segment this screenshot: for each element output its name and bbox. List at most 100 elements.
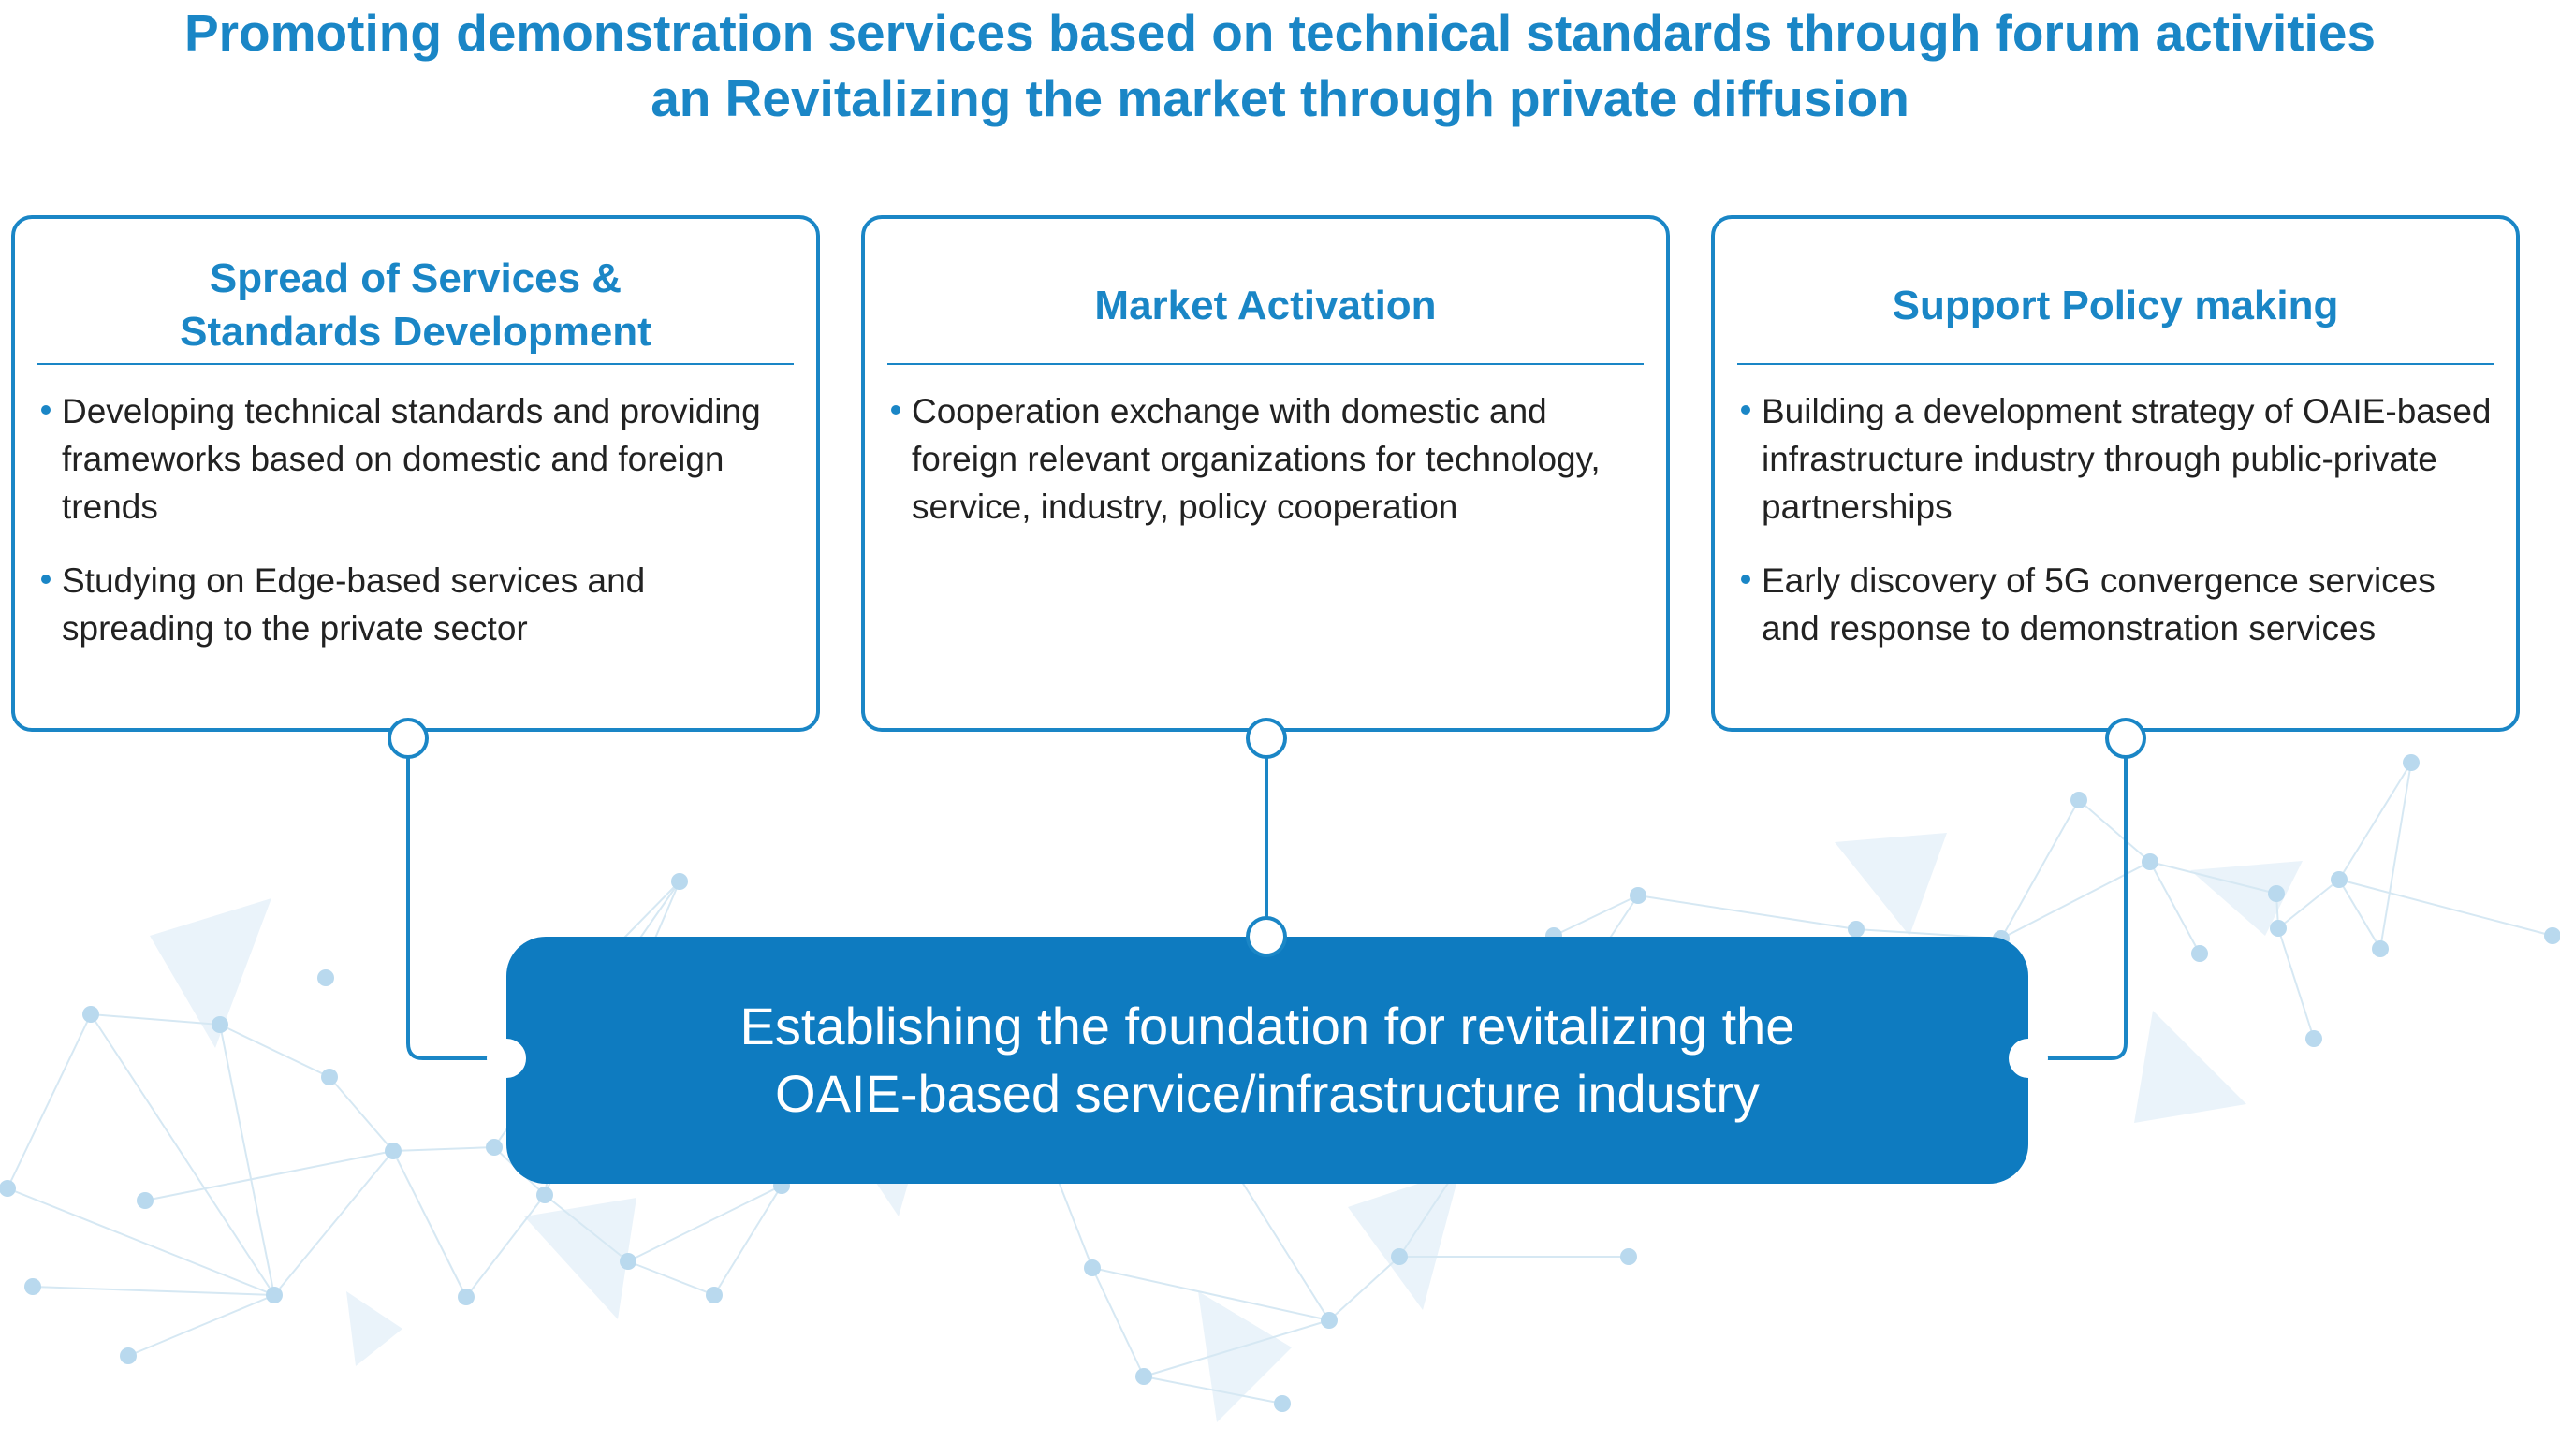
bullet-text: Early discovery of 5G convergence servic… [1762,561,2436,648]
network-dot [317,969,334,986]
network-line [2338,879,2381,950]
bullet-dot-icon [1741,575,1750,584]
foundation-line-1: Establishing the foundation for revitali… [739,997,1795,1056]
bullet-dot-icon [41,575,51,584]
network-line [2277,927,2315,1040]
network-dot [458,1289,475,1305]
network-line [2379,762,2412,950]
card-support-policy: Support Policy making Building a develop… [1711,215,2520,732]
network-line [392,1146,495,1152]
network-line [1328,1256,1400,1321]
network-dot [2331,871,2348,888]
network-line [1553,895,1639,937]
bullet-dot-icon [891,405,900,415]
network-triangle [524,1198,636,1319]
network-dot [0,1180,16,1197]
card-bullet-list: Developing technical standards and provi… [39,387,797,678]
network-line [627,1185,783,1262]
network-dot [2270,920,2287,937]
network-line [1637,895,1857,930]
card-heading: Spread of Services & Standards Developme… [34,240,797,371]
network-line [219,1024,275,1296]
network-line [32,1286,275,1296]
network-line [2078,799,2151,863]
bullet-text: Cooperation exchange with domestic and f… [912,392,1601,526]
card-heading: Support Policy making [1733,240,2497,371]
network-line [544,1194,629,1262]
network-line [90,1013,221,1026]
network-line [1091,1267,1330,1321]
network-dot [2191,945,2208,962]
card-market-activation: Market Activation Cooperation exchange w… [861,215,1670,732]
network-dot [321,1069,338,1085]
bullet-text: Developing technical standards and provi… [62,392,761,526]
network-dot [620,1253,636,1270]
network-line [465,1194,546,1298]
network-dot [1848,921,1865,938]
network-triangle [2134,1011,2246,1123]
network-line [2338,762,2412,881]
bullet-text: Studying on Edge-based services and spre… [62,561,646,648]
network-dot [2544,927,2560,944]
title-line-2: an Revitalizing the market through priva… [651,69,1909,127]
network-line [219,1024,330,1078]
network-dot [1274,1395,1291,1412]
network-dot [2305,1030,2322,1047]
card-heading-line: Support Policy making [1892,282,2339,328]
network-dot [212,1016,228,1033]
network-dot [706,1287,723,1303]
network-line [627,1260,715,1296]
network-dot [1321,1312,1338,1329]
bullet-item: Studying on Edge-based services and spre… [39,557,797,652]
network-dot [1135,1368,1152,1385]
network-dot [137,1192,154,1209]
network-line [7,1187,275,1296]
network-dot [2372,940,2389,957]
network-dot [1084,1259,1101,1276]
bullet-item: Developing technical standards and provi… [39,387,797,531]
network-dot [2268,885,2285,902]
bullet-dot-icon [41,405,51,415]
network-triangle [1198,1291,1292,1422]
network-line [273,1150,394,1296]
network-dot [1630,887,1646,904]
card-heading-line: Standards Development [180,309,651,355]
network-dot [385,1143,402,1159]
network-dot [2142,853,2158,870]
network-line [144,1150,394,1201]
network-triangle [346,1291,402,1366]
foundation-line-2: OAIE-based service/infrastructure indust… [775,1064,1760,1123]
title-line-1: Promoting demonstration services based o… [183,4,2377,62]
card-heading: Market Activation [884,240,1647,371]
network-dot [266,1287,283,1303]
network-triangle [150,898,271,1048]
network-triangle [1835,833,1947,936]
network-dot [2403,754,2420,771]
network-line [2338,879,2553,937]
page-title: Promoting demonstration services based o… [0,0,2560,131]
network-line [2149,861,2201,954]
card-divider [1737,363,2494,365]
card-services-standards: Spread of Services & Standards Developme… [11,215,820,732]
card-heading-line: Market Activation [1094,282,1437,328]
network-dot [24,1278,41,1295]
bullet-item: Building a development strategy of OAIE-… [1739,387,2497,531]
card-divider [37,363,794,365]
network-line [1143,1376,1283,1405]
network-dot [486,1139,503,1156]
network-line [392,1150,467,1298]
network-dot [82,1006,99,1023]
network-dot [536,1187,553,1203]
network-line [713,1185,783,1296]
network-line [2149,861,2277,895]
bullet-dot-icon [1741,405,1750,415]
network-dot [671,873,688,890]
card-bullet-list: Building a development strategy of OAIE-… [1739,387,2497,678]
bullet-item: Cooperation exchange with domestic and f… [889,387,1647,531]
network-line [329,1076,394,1152]
network-line [2277,879,2340,929]
bullet-text: Building a development strategy of OAIE-… [1762,392,2492,526]
card-bullet-list: Cooperation exchange with domestic and f… [889,387,1647,557]
network-line [1091,1267,1145,1377]
foundation-box: Establishing the foundation for revitali… [506,937,2028,1184]
